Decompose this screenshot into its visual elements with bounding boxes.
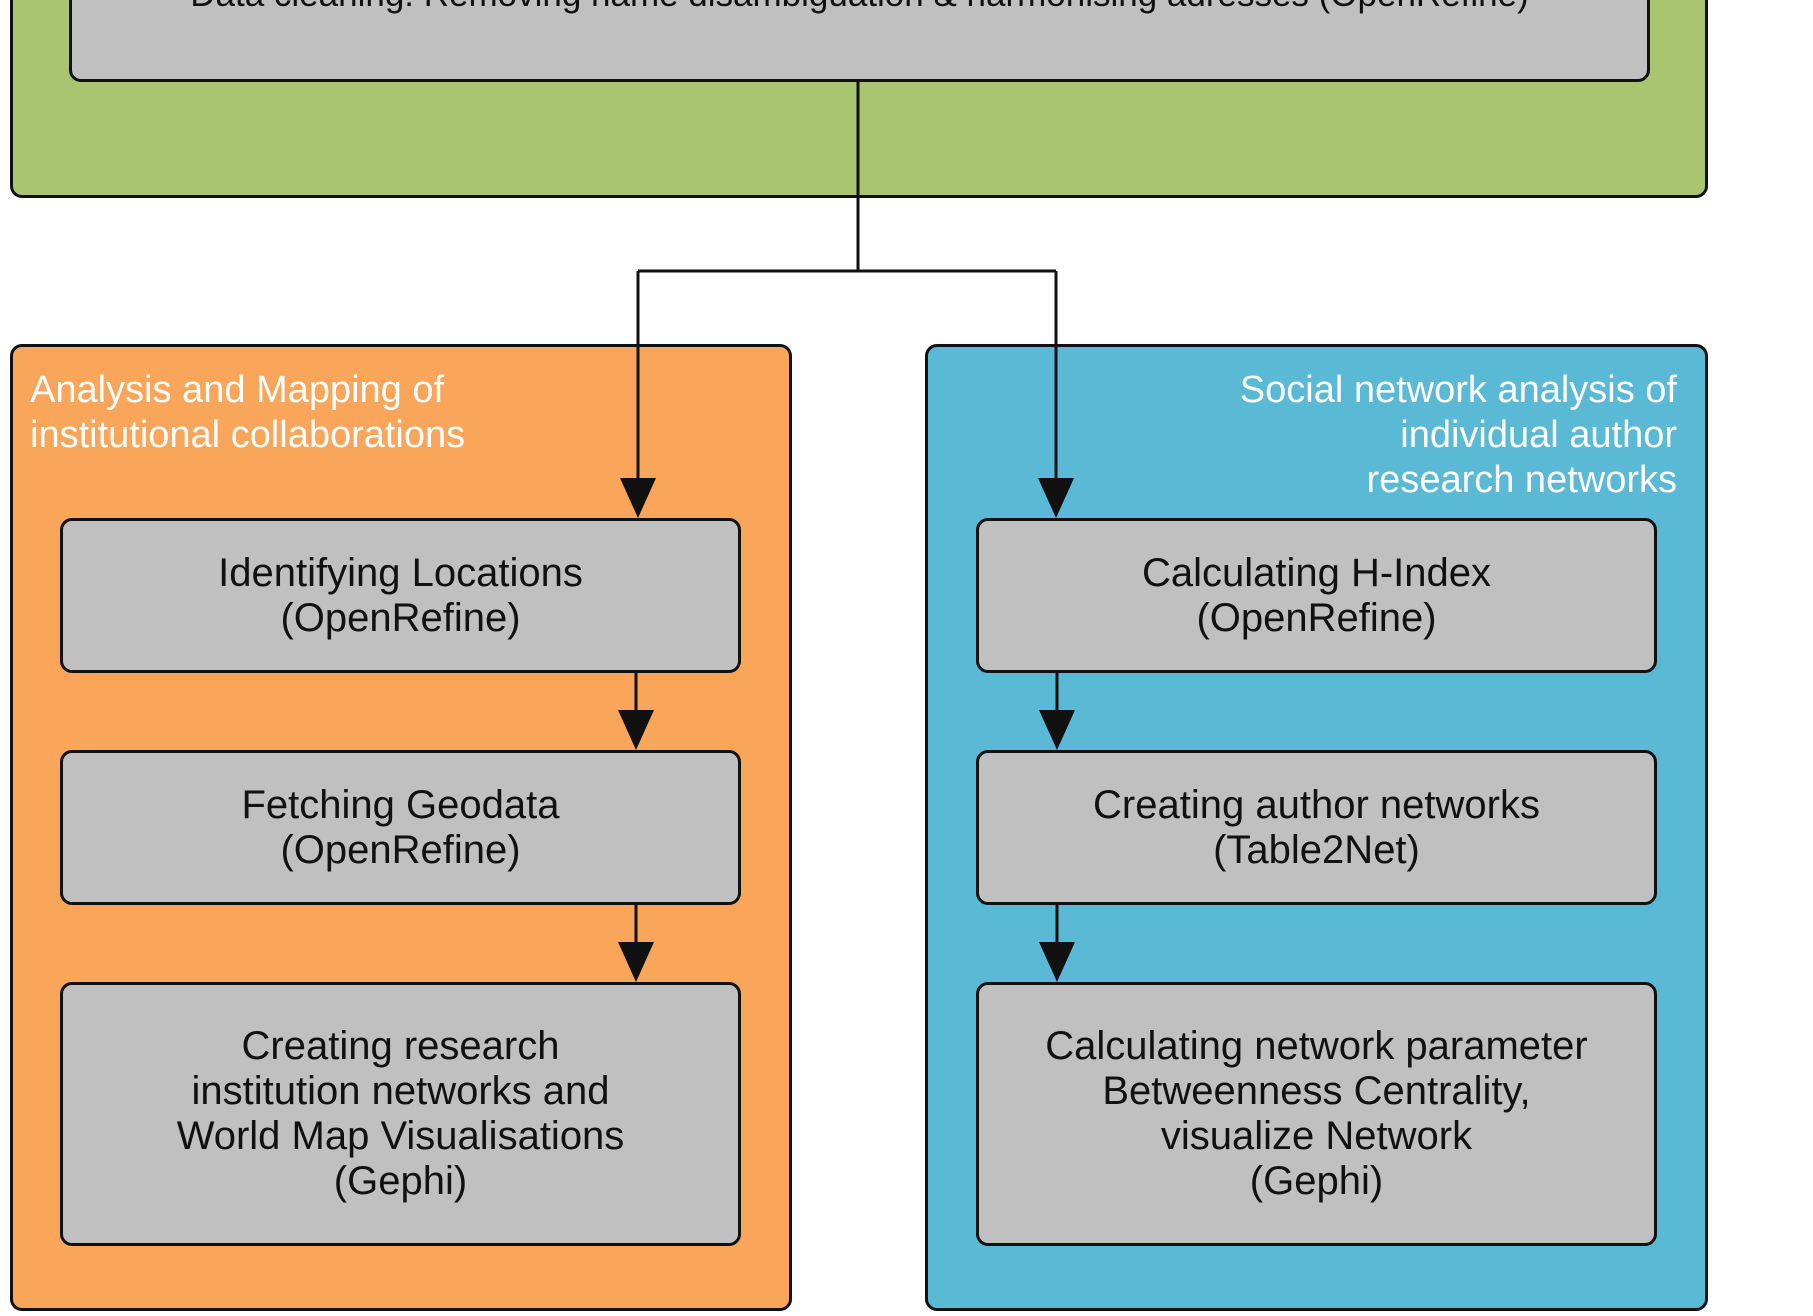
arrowhead-h-index: [1038, 478, 1074, 518]
fetching-geodata-step: Fetching Geodata (OpenRefine): [60, 750, 741, 905]
institutional-collaboration-title: Analysis and Mapping of institutional co…: [30, 369, 466, 456]
data-cleaning-step: Data cleaning: Removing name disambiguat…: [69, 0, 1650, 82]
arrowhead-author-networks: [1039, 710, 1075, 750]
author-network-title: Social network analysis of individual au…: [1239, 369, 1677, 501]
arrowhead-betweenness-centrality: [1039, 942, 1075, 982]
institution-networks-step: Creating research institution networks a…: [60, 982, 741, 1246]
h-index-step: Calculating H-Index (OpenRefine): [976, 518, 1657, 673]
betweenness-centrality-step: Calculating network parameter Betweennes…: [976, 982, 1657, 1246]
arrowhead-identifying-locations: [620, 478, 656, 518]
identifying-locations-step: Identifying Locations (OpenRefine): [60, 518, 741, 673]
author-networks-step: Creating author networks (Table2Net): [976, 750, 1657, 905]
arrowhead-fetching-geodata: [618, 710, 654, 750]
arrowhead-institution-networks: [618, 942, 654, 982]
